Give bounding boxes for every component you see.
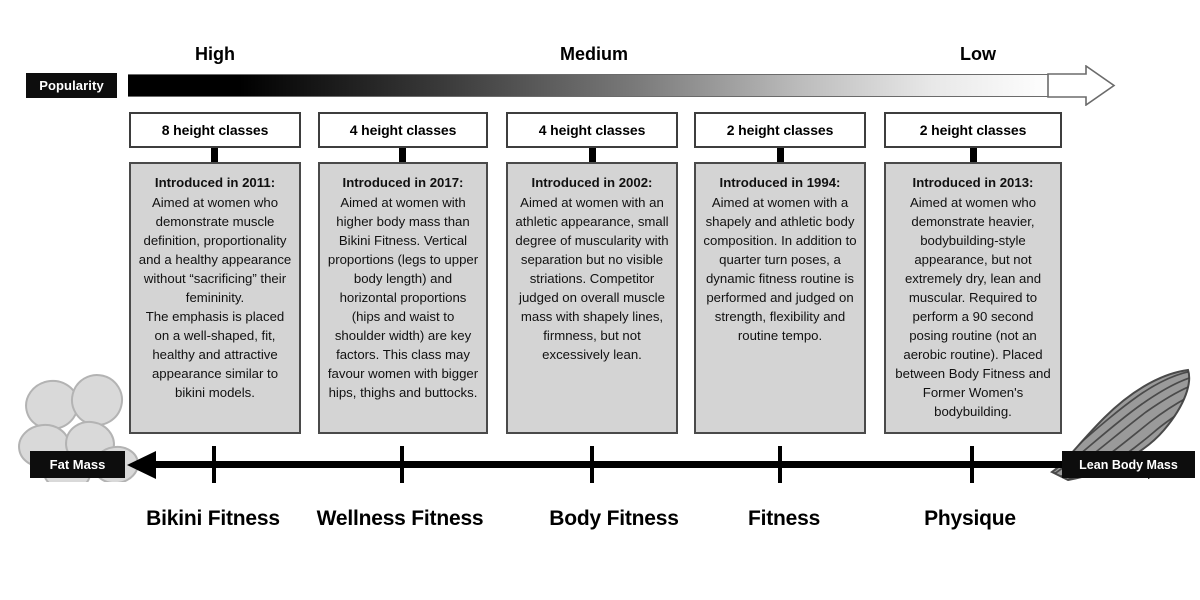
popularity-gradient-bar	[128, 74, 1053, 97]
axis-arrow-left-icon	[127, 451, 156, 479]
popularity-arrowhead-icon	[1047, 65, 1116, 106]
connector-stub	[399, 148, 406, 162]
popularity-gradient-arrow	[128, 65, 1188, 106]
category-label-physique: Physique	[924, 507, 1016, 530]
description-text: Aimed at women with higher body mass tha…	[327, 195, 479, 400]
description-text: Aimed at women with an athletic appearan…	[515, 195, 669, 362]
description-box: Introduced in 2011: Aimed at women who d…	[129, 162, 301, 434]
connector-stub	[589, 148, 596, 162]
popularity-badge: Popularity	[26, 73, 117, 98]
category-label-wellness-fitness: Wellness Fitness	[316, 507, 484, 530]
height-classes-box: 4 height classes	[318, 112, 488, 148]
category-label-body-fitness: Body Fitness	[549, 507, 679, 530]
axis-tick-body-fitness	[590, 446, 594, 483]
height-classes-box: 8 height classes	[129, 112, 301, 148]
body-composition-axis	[136, 461, 1164, 468]
description-text: Aimed at women who demonstrate heavier, …	[895, 195, 1051, 419]
description-box: Introduced in 2017: Aimed at women with …	[318, 162, 488, 434]
height-classes-box: 2 height classes	[694, 112, 866, 148]
connector-stub	[211, 148, 218, 162]
popularity-label-medium: Medium	[559, 44, 628, 64]
category-label-bikini-fitness: Bikini Fitness	[146, 507, 280, 530]
connector-stub	[777, 148, 784, 162]
height-classes-box: 2 height classes	[884, 112, 1062, 148]
category-label-fitness: Fitness	[747, 507, 821, 530]
axis-tick-fitness	[778, 446, 782, 483]
intro-year: Introduced in 2017:	[342, 175, 464, 190]
description-text: Aimed at women who demonstrate muscle de…	[138, 195, 292, 400]
intro-year: Introduced in 2002:	[531, 175, 653, 190]
connector-stub	[970, 148, 977, 162]
lean-body-mass-label: Lean Body Mass	[1062, 451, 1195, 478]
popularity-label-high: High	[195, 44, 235, 64]
axis-tick-wellness-fitness	[400, 446, 404, 483]
intro-year: Introduced in 2011:	[154, 175, 276, 190]
height-classes-box: 4 height classes	[506, 112, 678, 148]
intro-year: Introduced in 2013:	[912, 175, 1034, 190]
description-box: Introduced in 2013: Aimed at women who d…	[884, 162, 1062, 434]
description-box: Introduced in 1994: Aimed at women with …	[694, 162, 866, 434]
intro-year: Introduced in 1994:	[719, 175, 841, 190]
description-text: Aimed at women with a shapely and athlet…	[703, 195, 857, 343]
fat-mass-label: Fat Mass	[30, 451, 125, 478]
description-box: Introduced in 2002: Aimed at women with …	[506, 162, 678, 434]
popularity-label-low: Low	[960, 44, 996, 64]
axis-tick-bikini-fitness	[212, 446, 216, 483]
axis-tick-physique	[970, 446, 974, 483]
